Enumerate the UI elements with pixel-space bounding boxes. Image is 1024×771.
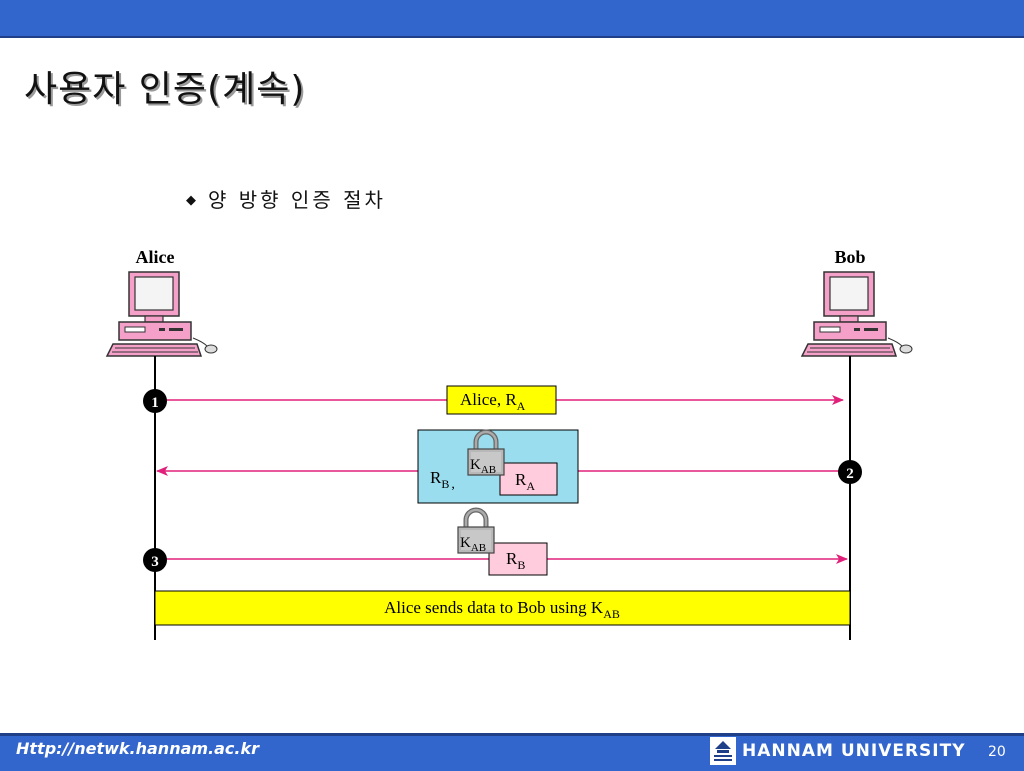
step2-key: KAB [470, 457, 496, 476]
slide-title: 사용자 인증(계속) [24, 69, 306, 110]
footer-bar [0, 733, 1024, 771]
step3-key: KAB [460, 535, 486, 554]
university-brand: HANNAM UNIVERSITY [710, 737, 966, 765]
page-number: 20 [988, 744, 1006, 760]
footer-url[interactable]: Http://netwk.hannam.ac.kr [16, 739, 260, 758]
step2-number: 2 [846, 466, 854, 482]
university-logo-icon [710, 737, 736, 765]
step2-ra-box [499, 462, 558, 496]
step2-badge [838, 460, 862, 484]
bullet-text: 양 방향 인증 절차 [208, 188, 386, 212]
step3-rb: RB [506, 549, 525, 572]
step2-ra: RA [515, 470, 535, 493]
step3-badge [143, 548, 167, 572]
step1-message: Alice, RA [460, 390, 526, 413]
step1-message-box [446, 385, 557, 415]
bob-computer-icon [801, 271, 913, 357]
alice-label: Alice [136, 247, 175, 267]
step3-rb-box [488, 542, 548, 576]
alice-computer-icon [106, 271, 218, 357]
university-name: HANNAM UNIVERSITY [742, 741, 966, 761]
final-data-bar [154, 590, 851, 626]
diamond-bullet-icon: ◆ [186, 193, 196, 208]
bullet-item: ◆ 양 방향 인증 절차 [186, 184, 386, 213]
step3-number: 3 [151, 554, 159, 570]
step1-badge [143, 389, 167, 413]
final-bar-text: Alice sends data to Bob using KAB [384, 598, 620, 621]
bob-label: Bob [834, 247, 865, 267]
step1-number: 1 [151, 395, 159, 411]
step2-rb: RB, [430, 468, 455, 492]
header-bar [0, 0, 1024, 38]
